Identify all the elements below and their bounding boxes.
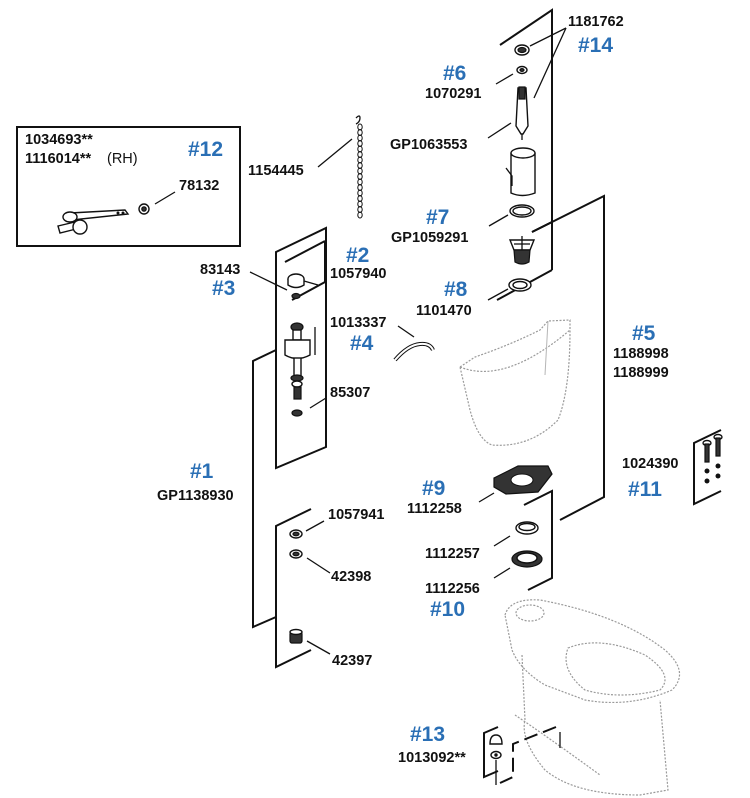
flush-valve-panel: 1181762 #14 #6 1070291 GP1063553 #7 GP10…: [390, 8, 624, 319]
part-number-1024390[interactable]: 1024390: [622, 456, 678, 472]
part-number-1188999[interactable]: 1188999: [613, 365, 669, 381]
part-number-1070291[interactable]: 1070291: [425, 86, 481, 102]
callout-10[interactable]: #10: [430, 598, 465, 621]
fill-valve-panel: #2 1057940 83143 #3 85307 1013337 #4: [200, 226, 435, 470]
callout-14[interactable]: #14: [578, 34, 613, 57]
bolt-icon: [702, 433, 723, 484]
part-number-1112257[interactable]: 1112257: [425, 546, 480, 562]
rh-note: (RH): [107, 151, 138, 167]
callout-8[interactable]: #8: [444, 278, 468, 301]
part-number-1057941[interactable]: 1057941: [328, 507, 384, 523]
callout-9[interactable]: #9: [422, 477, 445, 500]
part-number-1112256[interactable]: 1112256: [425, 581, 480, 597]
toilet-bowl-icon: [504, 599, 681, 796]
leader-1154445: [317, 138, 353, 168]
chain-icon: [357, 123, 363, 219]
group-11-tank-bolts: 1024390 #11: [622, 429, 723, 506]
part-number-1057940[interactable]: 1057940: [330, 266, 386, 282]
part-number-1188998[interactable]: 1188998: [613, 346, 669, 362]
washer-icon: [291, 409, 303, 417]
lower-hardware-panel: 1057941 42398 42397: [275, 507, 384, 669]
part-number-1181762[interactable]: 1181762: [568, 14, 624, 30]
part-number-1101470[interactable]: 1101470: [416, 303, 472, 319]
leader-78132: [154, 191, 176, 205]
chain-link: [357, 211, 363, 219]
part-number-1034693[interactable]: 1034693**: [25, 132, 93, 148]
group-9-tank-gasket: #9 1112258: [407, 465, 553, 517]
leader-1181762-a: [529, 27, 567, 47]
tank-gasket-icon: [493, 465, 553, 495]
panel-outline-group-11: [693, 429, 722, 506]
part-number-gp1059291[interactable]: GP1059291: [391, 230, 468, 246]
group-13-bolt-caps: #13 1013092**: [398, 723, 561, 785]
callout-2[interactable]: #2: [346, 244, 369, 267]
panel-outline-group-13: [483, 726, 499, 779]
chain-1154445: 1154445: [248, 115, 363, 219]
panel-outline-tank: [531, 194, 605, 521]
tank-icon: [459, 319, 571, 446]
panel-outline-group-10: [523, 489, 553, 591]
washer-icon: [291, 292, 301, 300]
panel-outline-group-1: [252, 349, 277, 629]
bolt-cap-icon: [489, 734, 503, 760]
callout-4[interactable]: #4: [350, 332, 374, 355]
callout-5[interactable]: #5: [632, 322, 656, 345]
part-number-78132[interactable]: 78132: [179, 178, 219, 194]
trip-lever-box: [16, 126, 241, 247]
part-number-1013092[interactable]: 1013092**: [398, 750, 466, 766]
group-10-spud-washers: 1112257 1112256 #10: [425, 489, 553, 621]
trip-lever-icon: [57, 203, 150, 235]
part-number-gp1063553[interactable]: GP1063553: [390, 137, 467, 153]
callout-6[interactable]: #6: [443, 62, 466, 85]
fill-valve-icon: [284, 322, 316, 400]
callout-13[interactable]: #13: [410, 723, 445, 746]
flush-valve-seal-icon: [508, 236, 536, 265]
callout-12[interactable]: #12: [188, 138, 223, 161]
part-number-1112258[interactable]: 1112258: [407, 501, 462, 517]
callout-1[interactable]: #1: [190, 460, 214, 483]
chain-hook-icon: [355, 115, 361, 125]
canister-icon: [505, 147, 536, 197]
panel-outline-lower-hardware: [275, 508, 312, 669]
part-number-42398[interactable]: 42398: [331, 569, 371, 585]
part-number-42397[interactable]: 42397: [332, 653, 372, 669]
part-number-1154445[interactable]: 1154445: [248, 163, 304, 179]
nut-icon: [289, 628, 303, 644]
panel-outline-fill-valve: [275, 226, 327, 470]
group-12-trip-lever: 1034693** 1116014** (RH) #12 78132: [16, 126, 241, 247]
part-number-1013337[interactable]: 1013337: [330, 315, 386, 331]
callout-11[interactable]: #11: [628, 478, 662, 501]
part-number-83143[interactable]: 83143: [200, 262, 240, 278]
spud-gasket-icon: [511, 550, 543, 568]
part-number-85307[interactable]: 85307: [330, 385, 370, 401]
tank-panel: #5 1188998 1188999: [459, 194, 669, 521]
callout-3[interactable]: #3: [212, 277, 235, 300]
part-number-1116014[interactable]: 1116014**: [25, 151, 91, 167]
callout-7[interactable]: #7: [426, 206, 449, 229]
float-cup-icon: [287, 273, 319, 289]
leader-1181762-b: [533, 27, 567, 99]
group-1-bracket: #1 GP1138930: [157, 349, 277, 629]
part-number-gp1138930[interactable]: GP1138930: [157, 488, 234, 504]
